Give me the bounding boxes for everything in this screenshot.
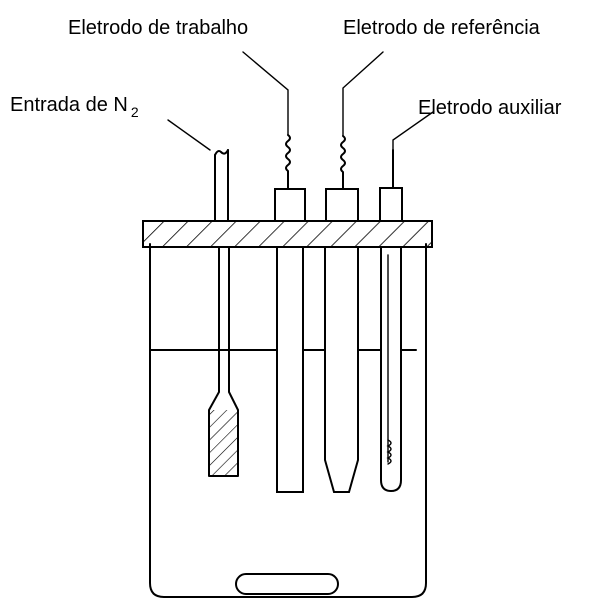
gas-frit <box>210 410 237 475</box>
nitrogen-subscript: 2 <box>131 104 139 120</box>
working-electrode <box>276 246 304 493</box>
nitrogen-tube <box>208 246 239 477</box>
beaker <box>149 243 427 598</box>
reference-electrode-wire <box>340 135 346 190</box>
working-electrode-label: Eletrodo de trabalho <box>68 17 248 39</box>
reference-electrode-leader <box>342 51 384 137</box>
working-electrode-cap <box>274 188 306 222</box>
cell-lid <box>142 220 433 248</box>
nitrogen-inlet-label-text: Entrada de N <box>10 94 128 116</box>
working-electrode-leader <box>242 51 289 136</box>
auxiliary-coil <box>386 439 392 465</box>
auxiliary-electrode-leader <box>392 111 434 151</box>
nitrogen-inlet-leader <box>167 119 211 151</box>
reference-electrode-label: Eletrodo de referência <box>343 17 541 39</box>
reference-electrode <box>324 246 359 493</box>
auxiliary-electrode-tube <box>380 246 402 493</box>
stir-bar <box>235 573 339 595</box>
reference-electrode-cap <box>325 188 359 222</box>
auxiliary-electrode-label: Eletrodo auxiliar <box>418 97 562 119</box>
auxiliary-electrode-cap <box>379 187 403 222</box>
working-electrode-wire <box>285 134 291 190</box>
nitrogen-tube-top <box>214 149 229 156</box>
